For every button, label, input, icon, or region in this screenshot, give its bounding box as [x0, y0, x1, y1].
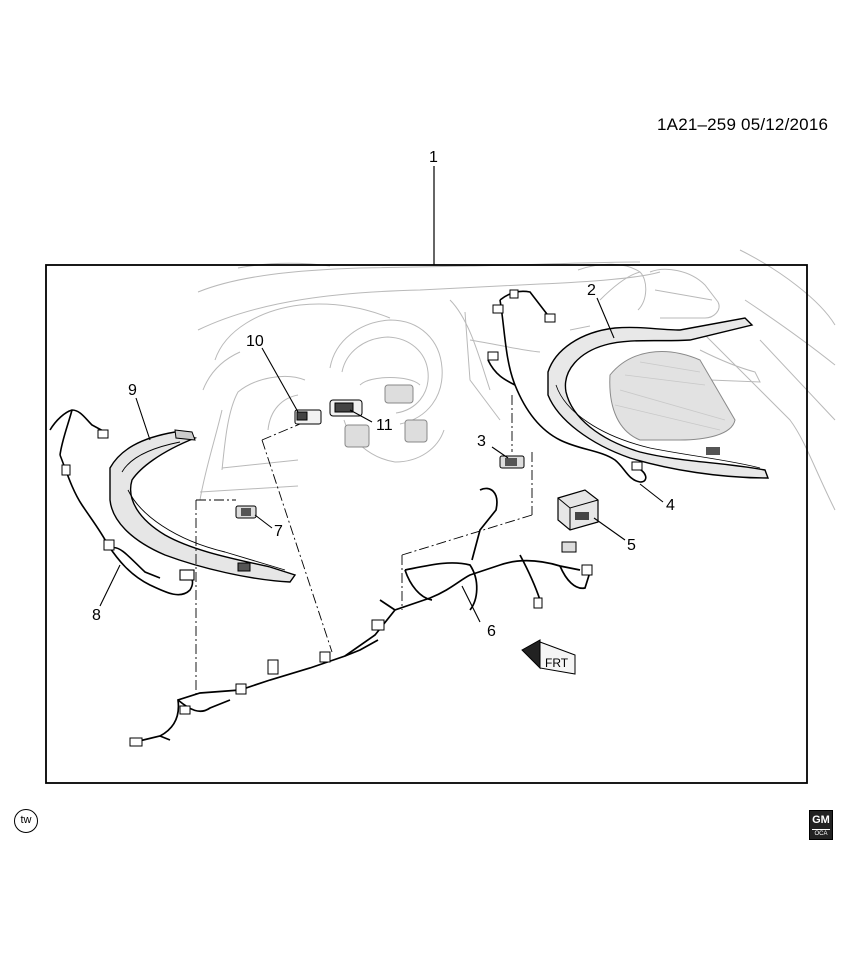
tw-badge-icon: tw	[14, 809, 38, 833]
part-7-connector	[235, 505, 257, 519]
callout-8: 8	[92, 607, 101, 624]
callout-4: 4	[666, 497, 675, 514]
door-speaker-mesh	[609, 351, 736, 441]
front-direction-arrow-icon: FRT	[521, 639, 576, 675]
part-9-left-panel	[109, 429, 297, 583]
gm-logo-text: GM	[812, 814, 830, 826]
callout-10: 10	[246, 333, 264, 350]
callout-9: 9	[128, 382, 137, 399]
part-5-module	[557, 489, 599, 553]
assembly-frame	[45, 264, 808, 784]
callout-11: 11	[376, 417, 393, 434]
part-3-connector	[499, 455, 525, 469]
callout-7: 7	[274, 523, 283, 540]
callout-3: 3	[477, 433, 486, 450]
frt-label: FRT	[545, 656, 569, 670]
steering-switches	[294, 384, 428, 448]
part-2-door-panel	[547, 317, 770, 479]
callout-leaders	[99, 297, 664, 623]
callout-labels: 1 2 3 4 5 6 7 8 9 10 11	[92, 149, 675, 640]
part-8-harness	[49, 409, 195, 596]
phantom-lines	[195, 395, 533, 696]
oca-logo-text: OCA	[812, 829, 830, 839]
callout-2: 2	[587, 282, 596, 299]
callout-6: 6	[487, 623, 496, 640]
callout-1: 1	[429, 149, 438, 166]
gm-oca-logo: GM OCA	[809, 810, 833, 840]
callout-5: 5	[627, 537, 636, 554]
part-4-harness	[487, 289, 647, 483]
part-6-main-harness	[129, 487, 593, 747]
diagram-reference-code: 1A21–259 05/12/2016	[657, 115, 829, 134]
